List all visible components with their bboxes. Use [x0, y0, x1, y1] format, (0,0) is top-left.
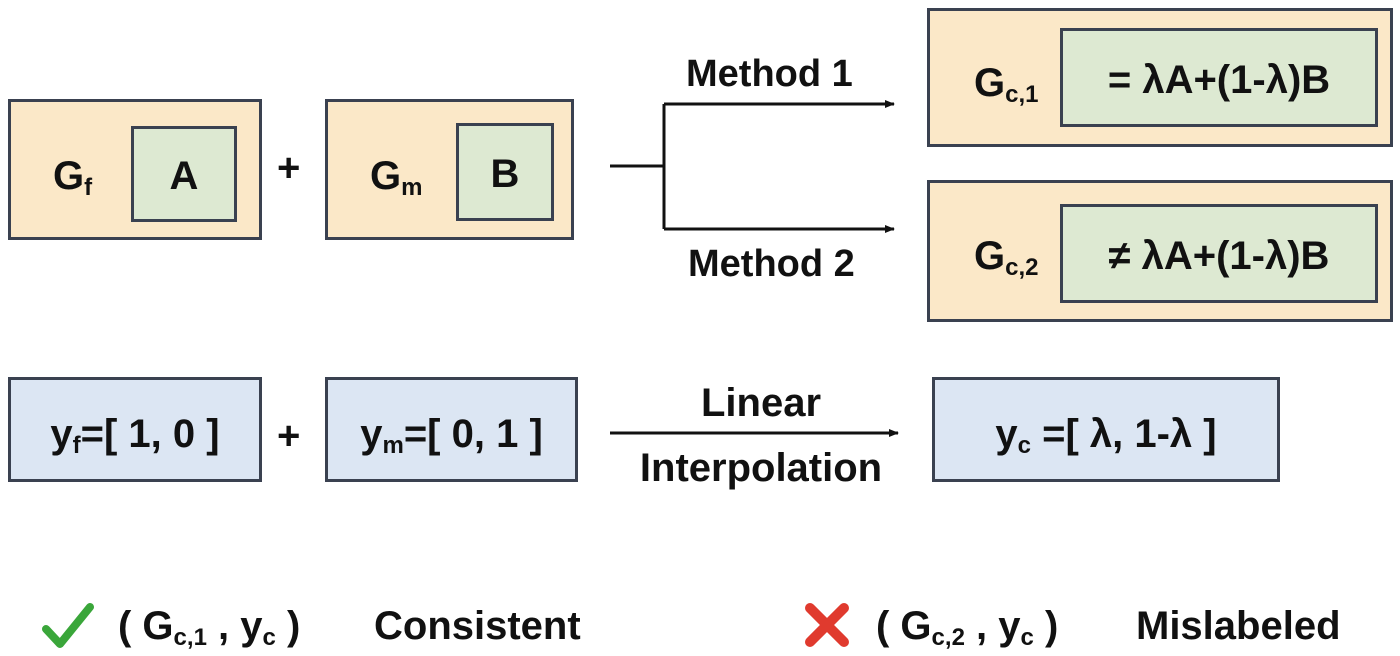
yc-box: yc =[ λ, 1-λ ] [932, 377, 1280, 482]
a-box: A [131, 126, 237, 222]
yf-label: yf=[ 1, 0 ] [50, 412, 220, 459]
eq2-text: ≠ λA+(1-λ)B [1108, 234, 1330, 278]
consistent-pair: ( Gc,1 , yc ) [118, 604, 301, 651]
mislabeled-pair: ( Gc,2 , yc ) [876, 604, 1059, 651]
mislabeled-label: Mislabeled [1136, 604, 1341, 648]
method2-label: Method 2 [688, 243, 855, 285]
cross-icon [805, 603, 849, 647]
consistent-label: Consistent [374, 604, 581, 648]
gm-label: Gm [370, 154, 423, 201]
gc1-label: Gc,1 [974, 61, 1039, 108]
eq1-text: = λA+(1-λ)B [1107, 58, 1331, 102]
method1-label: Method 1 [686, 53, 853, 95]
yc-label: yc =[ λ, 1-λ ] [995, 412, 1217, 459]
plus-sign-bottom: + [277, 414, 301, 458]
a-label: A [169, 154, 199, 198]
gf-label: Gf [53, 154, 93, 201]
interpolation-label: Interpolation [639, 446, 883, 490]
linear-label: Linear [700, 381, 822, 425]
eq2-box: ≠ λA+(1-λ)B [1060, 204, 1378, 303]
gc2-box: Gc,2 ≠ λA+(1-λ)B [927, 180, 1393, 322]
ym-label: ym=[ 0, 1 ] [360, 412, 543, 459]
yf-box: yf=[ 1, 0 ] [8, 377, 262, 482]
gc1-box: Gc,1 = λA+(1-λ)B [927, 8, 1393, 147]
gc2-label: Gc,2 [974, 234, 1039, 281]
gf-box: Gf A [8, 99, 262, 240]
eq1-box: = λA+(1-λ)B [1060, 28, 1378, 127]
gm-box: Gm B [325, 99, 574, 240]
ym-box: ym=[ 0, 1 ] [325, 377, 578, 482]
b-box: B [456, 123, 554, 221]
plus-sign-top: + [277, 146, 301, 190]
b-label: B [490, 152, 520, 196]
checkmark-icon [42, 603, 94, 648]
